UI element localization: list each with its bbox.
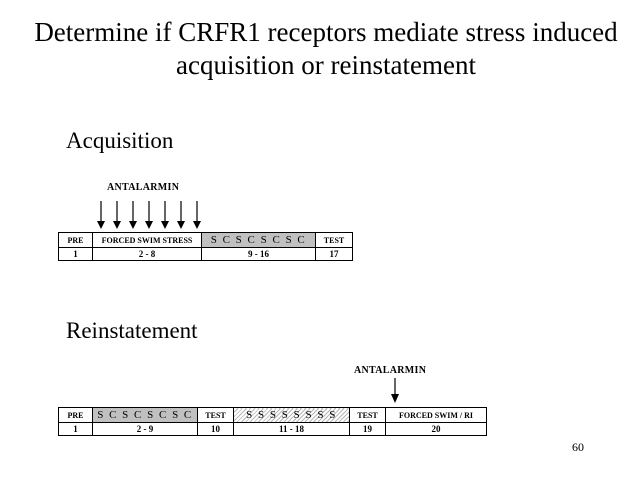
acquisition-injection-arrows <box>97 201 201 229</box>
phase-test: TEST <box>349 407 386 423</box>
reinstatement-timeline: PRE S C S C S C S C TEST S S S S S S S S… <box>58 407 487 436</box>
phase-pre: PRE <box>58 232 93 248</box>
arrowhead-icon <box>129 221 137 229</box>
reinstatement-drug-label: ANTALARMIN <box>354 365 427 376</box>
arrowhead-icon <box>161 221 169 229</box>
phase-conditioning: S C S C S C S C <box>92 407 198 423</box>
day-cell: 17 <box>315 247 353 261</box>
day-cell: 20 <box>385 422 487 436</box>
day-cell: 10 <box>197 422 234 436</box>
day-cell: 19 <box>349 422 386 436</box>
phase-pre: PRE <box>58 407 93 423</box>
phase-extinction: S S S S S S S S <box>233 407 350 423</box>
arrowhead-icon <box>193 221 201 229</box>
slide-title: Determine if CRFR1 receptors mediate str… <box>34 17 618 80</box>
phase-conditioning: S C S C S C S C <box>201 232 316 248</box>
day-cell: 11 - 18 <box>233 422 350 436</box>
acquisition-drug-label: ANTALARMIN <box>107 182 180 193</box>
arrowhead-icon <box>97 221 105 229</box>
phase-test: TEST <box>315 232 353 248</box>
phase-test: TEST <box>197 407 234 423</box>
day-cell: 2 - 9 <box>92 422 198 436</box>
arrowhead-icon <box>113 221 121 229</box>
acquisition-heading: Acquisition <box>66 128 174 153</box>
arrowhead-icon <box>145 221 153 229</box>
page-number: 60 <box>572 440 584 454</box>
day-cell: 1 <box>58 247 93 261</box>
phase-forced-swim-ri: FORCED SWIM / RI <box>385 407 487 423</box>
arrowhead-icon <box>177 221 185 229</box>
reinstatement-injection-arrow <box>391 378 399 403</box>
day-cell: 2 - 8 <box>92 247 202 261</box>
arrowhead-icon <box>391 394 399 403</box>
day-cell: 9 - 16 <box>201 247 316 261</box>
reinstatement-heading: Reinstatement <box>66 318 198 343</box>
day-cell: 1 <box>58 422 93 436</box>
phase-forced-swim-stress: FORCED SWIM STRESS <box>92 232 202 248</box>
acquisition-timeline: PRE FORCED SWIM STRESS S C S C S C S C T… <box>58 232 353 261</box>
